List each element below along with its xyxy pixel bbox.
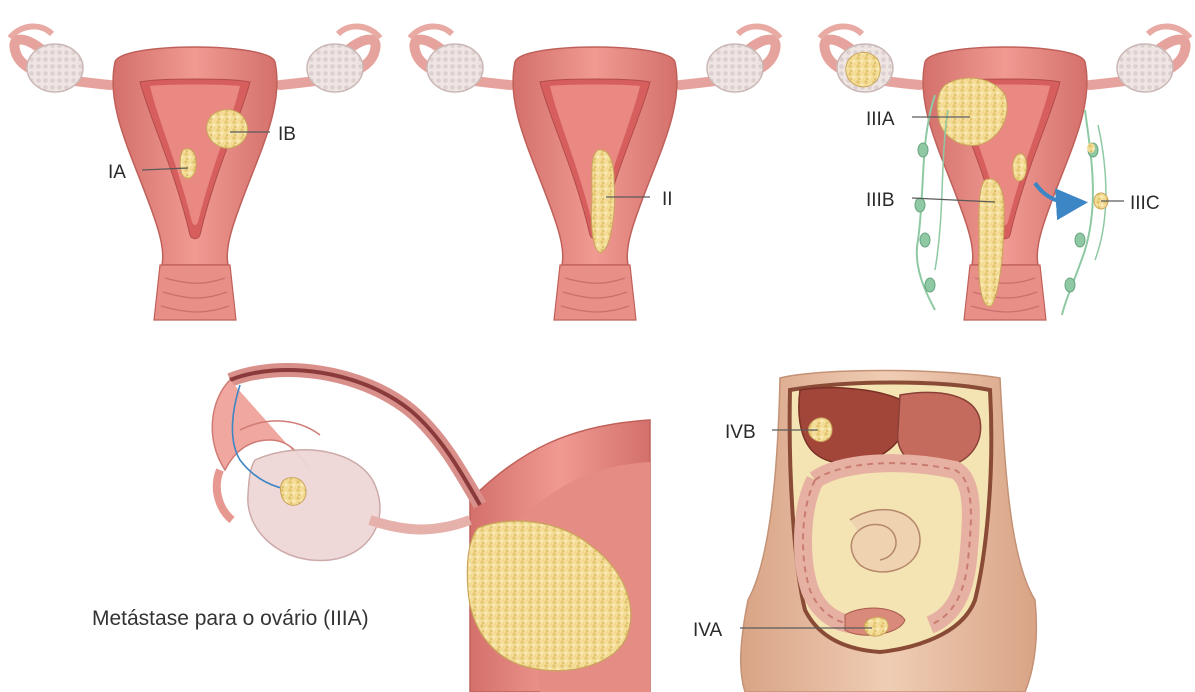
tumor-ia <box>180 149 196 179</box>
label-iiia: IIIA <box>866 109 895 130</box>
label-iiib: IIIB <box>866 190 895 211</box>
panel-stage-iii: IIIA IIIB IIIC <box>820 26 1190 320</box>
panel-stage-iv: IVB IVA <box>693 371 1036 692</box>
tumor-iva <box>864 617 888 636</box>
label-ii: II <box>662 189 673 210</box>
label-ivb: IVB <box>725 422 756 443</box>
tumor-ib <box>207 110 248 149</box>
label-iiic: IIIC <box>1130 193 1160 214</box>
panel-stage-ii: II <box>410 26 780 320</box>
label-iva: IVA <box>693 620 723 641</box>
panel-ovarian-metastasis: Metástase para o ovário (IIIA) <box>92 370 650 692</box>
label-ib: IB <box>278 124 296 145</box>
caption-ovary-metastasis: Metástase para o ovário (IIIA) <box>92 607 369 630</box>
label-ia: IA <box>108 162 126 183</box>
panel-stage-i: IA IB <box>10 26 380 320</box>
